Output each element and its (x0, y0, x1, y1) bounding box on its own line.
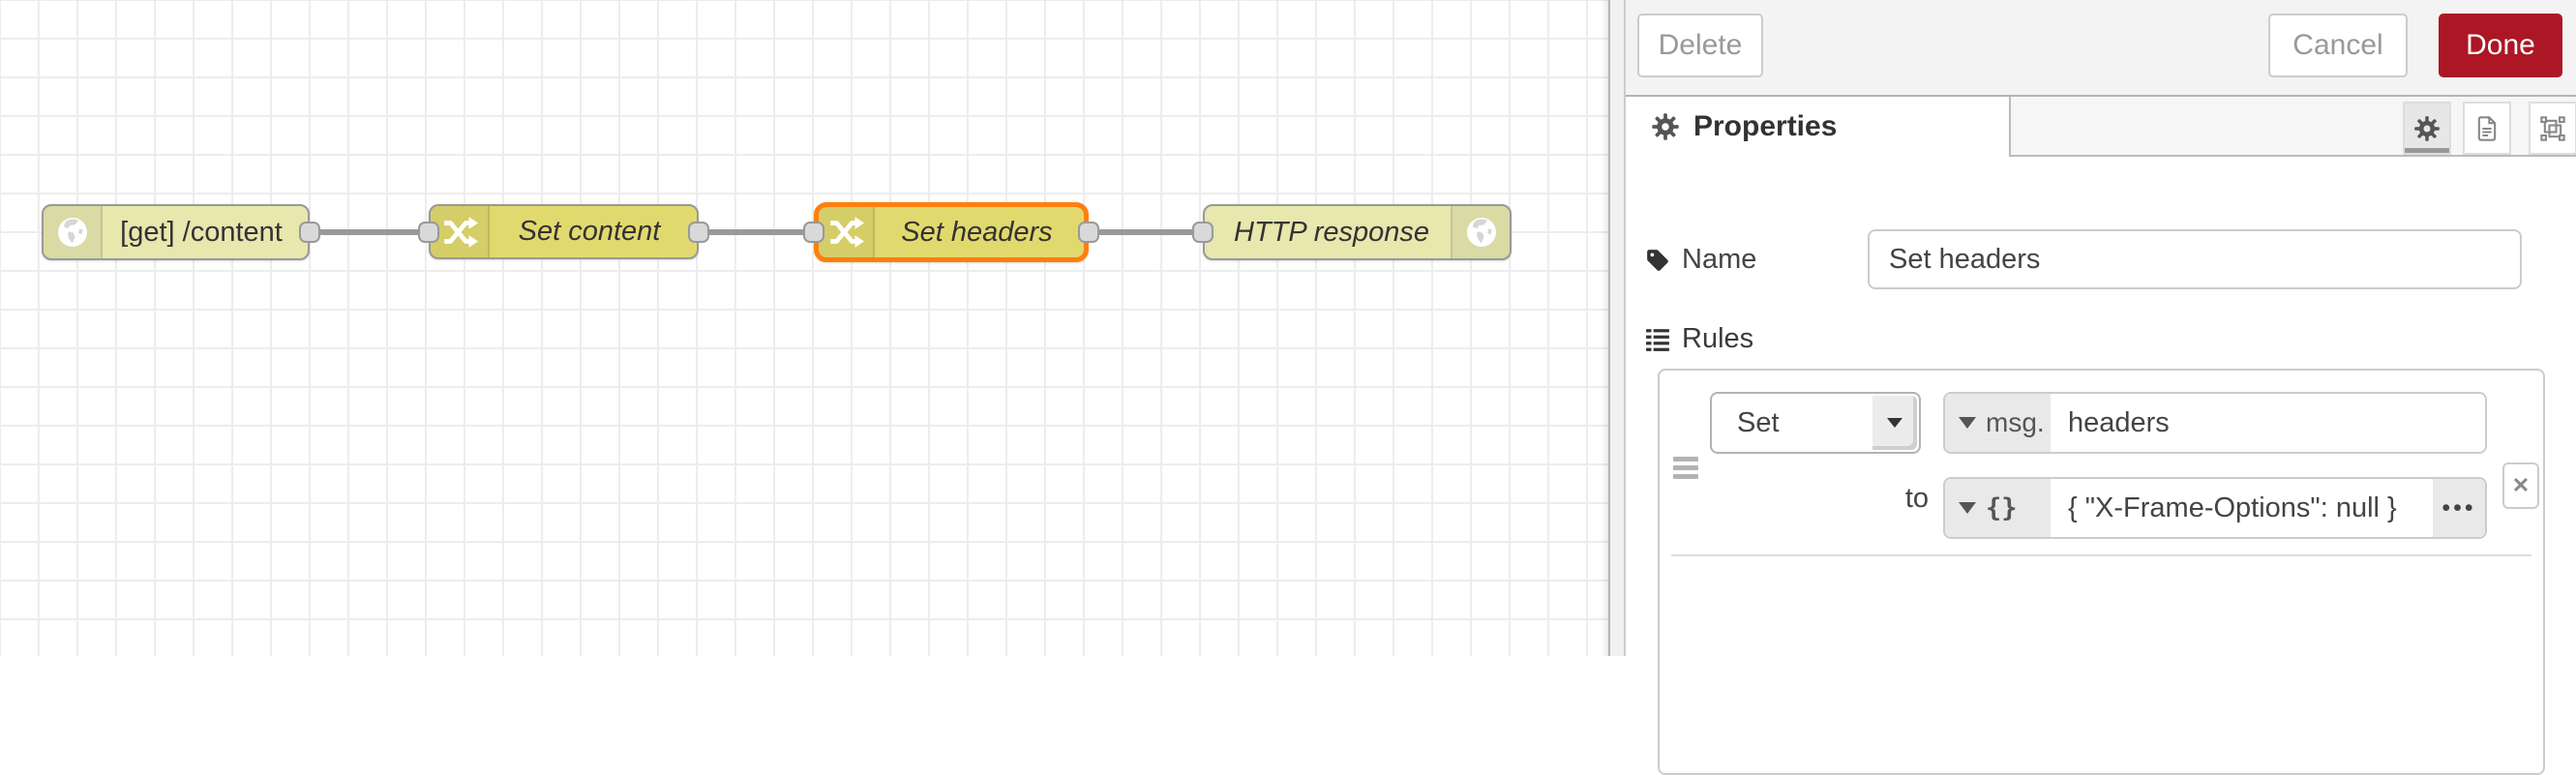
rule-separator (1671, 554, 2531, 556)
tab-properties-label: Properties (1693, 110, 1838, 142)
delete-rule-button[interactable]: ✕ (2502, 462, 2539, 509)
cancel-button[interactable]: Cancel (2268, 14, 2408, 77)
tab-button-properties[interactable] (2403, 102, 2451, 155)
node-set-content[interactable]: Set content (429, 204, 699, 259)
tray-header: Delete Cancel Done (1626, 0, 2576, 95)
editor-tab-bar: Properties (1626, 95, 2576, 157)
wire-setheaders-httpresponse[interactable] (1089, 229, 1203, 235)
to-label: to (1904, 483, 1929, 514)
group-icon (2539, 115, 2566, 142)
panel-resize-handle[interactable] (1608, 0, 1626, 656)
rule-value[interactable]: { "X-Frame-Options": null } (2068, 492, 2397, 523)
rules-section-label: Rules (1645, 323, 1753, 355)
property-type-button[interactable]: msg. (1945, 394, 2051, 452)
input-port[interactable] (418, 222, 439, 243)
tab-button-description[interactable] (2463, 102, 2511, 155)
input-port[interactable] (803, 222, 824, 243)
globe-icon (1451, 206, 1510, 258)
output-port[interactable] (299, 222, 320, 243)
node-http-in[interactable]: [get] /content (42, 204, 310, 260)
node-label: Set headers (901, 216, 1053, 248)
document-icon (2473, 115, 2501, 142)
input-port[interactable] (1192, 222, 1213, 243)
node-label: [get] /content (120, 216, 283, 248)
rule-drag-handle[interactable] (1673, 457, 1698, 483)
chevron-down-icon (1872, 396, 1917, 450)
globe-icon (44, 206, 103, 258)
value-type-button[interactable]: {} (1945, 479, 2051, 537)
name-input[interactable] (1868, 229, 2522, 289)
gear-icon (2413, 115, 2441, 142)
tab-properties[interactable]: Properties (1626, 97, 2011, 157)
done-button[interactable]: Done (2439, 14, 2562, 77)
chevron-down-icon (1959, 417, 1976, 429)
list-icon (1645, 327, 1670, 352)
shuffle-icon (819, 207, 875, 257)
tag-icon (1645, 248, 1670, 273)
json-type-icon: {} (1986, 492, 2018, 523)
rule-property-field[interactable]: msg. headers (1943, 392, 2487, 454)
rule-value-field[interactable]: {} { "X-Frame-Options": null } ••• (1943, 477, 2487, 539)
delete-button[interactable]: Delete (1637, 14, 1763, 77)
rules-list: Set msg. headers to {} { "X-Frame-Option… (1658, 369, 2545, 775)
output-port[interactable] (1078, 222, 1099, 243)
property-value[interactable]: headers (2068, 406, 2170, 438)
gear-icon (1651, 112, 1680, 141)
tab-bar-divider (2011, 155, 2576, 157)
tab-button-appearance[interactable] (2529, 102, 2576, 155)
node-set-headers[interactable]: Set headers (814, 202, 1089, 262)
edit-tray: Delete Cancel Done Properties (1626, 0, 2576, 775)
expand-editor-button[interactable]: ••• (2433, 479, 2485, 537)
node-edit-form: Name Rules Set (1626, 157, 2576, 775)
node-http-response[interactable]: HTTP response (1203, 204, 1512, 260)
output-port[interactable] (688, 222, 709, 243)
chevron-down-icon (1959, 502, 1976, 514)
node-label: Set content (518, 216, 661, 247)
name-field-label: Name (1645, 244, 1756, 276)
node-label: HTTP response (1234, 216, 1429, 248)
wire-httpin-setcontent[interactable] (310, 229, 429, 235)
wire-setcontent-setheaders[interactable] (699, 229, 814, 235)
shuffle-icon (431, 206, 490, 257)
flow-canvas[interactable]: [get] /content Set content (0, 0, 1608, 656)
rule-action-select[interactable]: Set (1710, 392, 1921, 454)
